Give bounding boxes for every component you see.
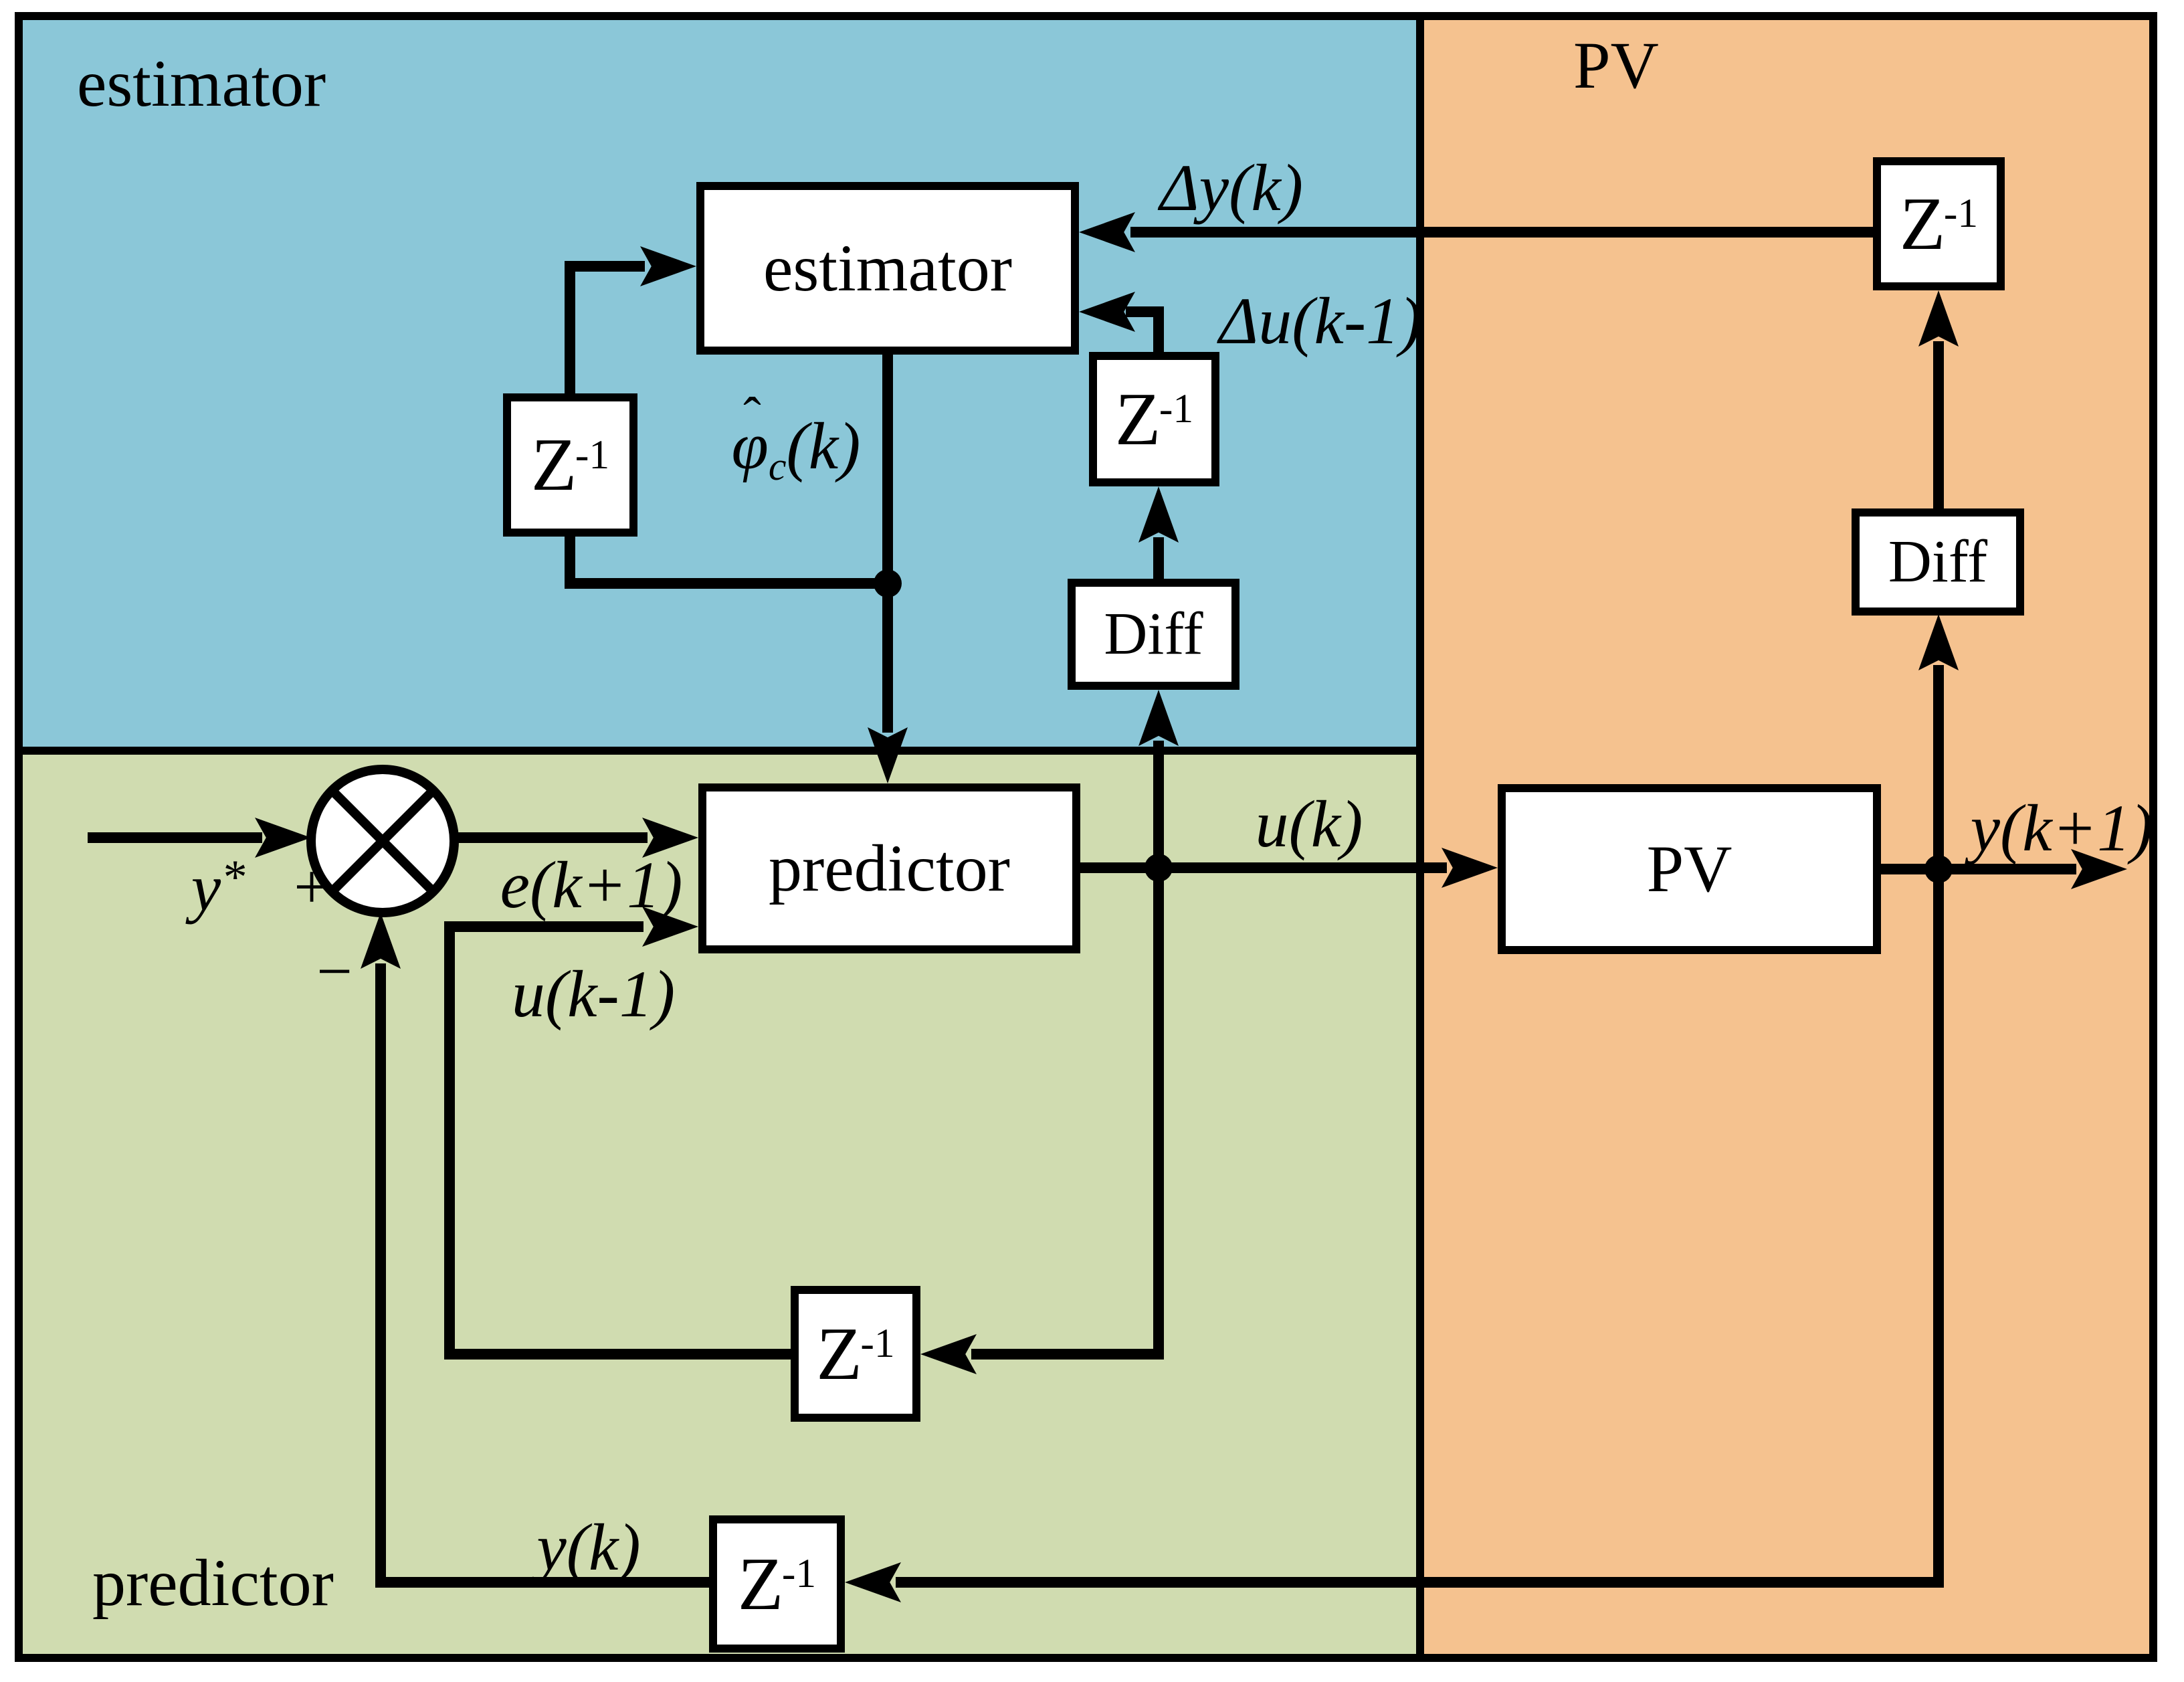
pv-block-label: PV [1646, 832, 1732, 906]
pv-region-label: PV [1573, 28, 1659, 102]
estimator-block: estimator [696, 182, 1079, 355]
diagram-border [15, 12, 2157, 1662]
summing-junction-cross-line [328, 787, 437, 895]
region-separator-vertical [1416, 20, 1424, 1654]
predictor-region-label: predictor [92, 1546, 334, 1620]
wire-delay-a-bottom [565, 537, 575, 589]
y-k-plus-1-label: y(k+1) [1970, 791, 2153, 865]
wire-u-to-delay [971, 1349, 1164, 1360]
wire-u-junction-to-diff [1153, 741, 1164, 873]
diff-block-right: Diff [1852, 508, 2024, 616]
wire-phi-feedback-lower [566, 578, 892, 589]
wire-diff-right-to-delay-c [1933, 341, 1944, 514]
junction-dot-u-k [1145, 854, 1173, 882]
wire-delay-b-to-corner [1153, 306, 1164, 357]
delay-block-label: Z-1 [737, 1542, 817, 1626]
wire-phi-feedback-riser [565, 261, 575, 399]
wire-delta-y [1130, 227, 1877, 238]
wire-error-to-predictor [452, 832, 648, 843]
diff-block-label: Diff [1104, 601, 1203, 667]
delay-block-label: Z-1 [530, 424, 610, 506]
u-k-label: u(k) [1255, 787, 1363, 861]
delay-block-pv-top: Z-1 [1873, 157, 2005, 290]
wire-u-drop [1153, 863, 1164, 1360]
diff-block-middle: Diff [1068, 579, 1239, 690]
wire-u-feedback-riser [444, 921, 455, 1360]
wire-y-ref-in [88, 832, 262, 843]
wire-y-delay-out [375, 1577, 714, 1588]
wire-u-k-minus-1-to-predictor [444, 921, 643, 932]
wire-u-delay-out [444, 1349, 796, 1360]
wire-y-k-plus-1-out [1881, 864, 2076, 874]
delay-block-u-feedback: Z-1 [791, 1286, 920, 1422]
delay-block-label: Z-1 [1114, 377, 1194, 461]
predictor-block: predictor [698, 783, 1080, 953]
delay-block-label: Z-1 [816, 1312, 895, 1396]
delay-block-estimator-feedback: Z-1 [503, 393, 637, 537]
delta-y-label: Δy(k) [1159, 151, 1304, 225]
wire-y-junction-to-diff [1933, 665, 1944, 874]
delay-block-y-feedback: Z-1 [709, 1515, 845, 1653]
wire-y-feedback-bottom [896, 1577, 1944, 1588]
plus-sign: + [294, 851, 330, 923]
delay-block-label: Z-1 [1899, 182, 1979, 266]
predictor-block-label: predictor [769, 831, 1010, 905]
wire-u-k [1080, 862, 1447, 873]
delta-u-label: Δu(k-1) [1219, 284, 1422, 358]
estimator-block-label: estimator [763, 231, 1013, 305]
diff-block-label: Diff [1888, 529, 1988, 595]
junction-dot-y-k-plus-1 [1924, 855, 1953, 883]
y-k-label: y(k) [536, 1510, 641, 1584]
delay-block-delta-u: Z-1 [1089, 352, 1219, 486]
summing-junction [306, 765, 459, 917]
region-separator-horizontal [23, 747, 1424, 755]
pv-block: PV [1498, 784, 1881, 954]
u-k-minus-1-label: u(k-1) [511, 957, 676, 1031]
wire-diff-to-delay-b [1153, 537, 1164, 584]
wire-phi-feedback-upper [566, 261, 645, 272]
wire-y-drop [1933, 864, 1944, 1588]
e-k-plus-1-label: e(k+1) [500, 848, 683, 922]
wire-phi-down [882, 355, 893, 733]
estimator-region-label: estimator [77, 46, 326, 120]
y-ref-label: y* [191, 850, 245, 925]
minus-sign: − [316, 935, 353, 1007]
junction-dot-phi [874, 569, 902, 597]
wire-y-feedback-riser [375, 963, 386, 1588]
